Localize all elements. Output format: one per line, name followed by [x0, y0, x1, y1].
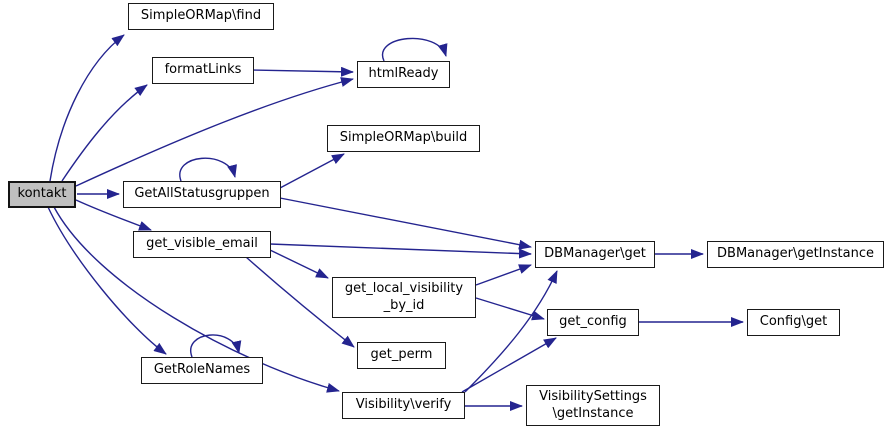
- edge-get-visible-email-get-local-visibility: [269, 249, 329, 279]
- node-get-local-visibility-by-id[interactable]: get_local_visibility _by_id: [332, 277, 476, 318]
- node-get-config[interactable]: get_config: [547, 309, 639, 336]
- edge-get-local-visibility-dbmanager-get: [475, 264, 532, 286]
- node-kontakt[interactable]: kontakt: [8, 181, 76, 208]
- node-dbmanager-getinstance[interactable]: DBManager\getInstance: [707, 241, 884, 268]
- edge-kontakt-simpleormap-find: [49, 34, 125, 182]
- edge-getrolenames-self: [190, 334, 242, 358]
- edge-get-visible-email-dbmanager-get: [269, 243, 532, 259]
- node-dbmanager-get[interactable]: DBManager\get: [535, 241, 655, 268]
- node-visibilitysettings-getinstance[interactable]: VisibilitySettings \getInstance: [526, 385, 660, 426]
- edge-kontakt-formatlinks: [61, 84, 148, 182]
- edge-kontakt-getrolenames: [47, 206, 167, 355]
- edge-htmlready-self: [381, 37, 448, 62]
- edge-visibility-verify-dbmanager-get: [464, 270, 558, 393]
- node-getallstatusgruppen[interactable]: GetAllStatusgruppen: [123, 181, 281, 208]
- edge-kontakt-visibility-verify: [53, 206, 340, 393]
- edge-get-local-visibility-get-config: [475, 297, 545, 321]
- node-htmlready[interactable]: htmlReady: [357, 61, 450, 88]
- node-simpleormap-build[interactable]: SimpleORMap\build: [327, 125, 480, 152]
- node-visibility-verify[interactable]: Visibility\verify: [342, 392, 465, 419]
- edge-get-visible-email-get-perm: [245, 256, 355, 348]
- node-getrolenames[interactable]: GetRoleNames: [141, 357, 263, 384]
- edge-getallstatusgruppen-dbmanager-get: [279, 197, 532, 250]
- edge-getallstatusgruppen-self: [179, 157, 237, 182]
- edge-kontakt-get-visible-email: [75, 199, 152, 231]
- node-get-perm[interactable]: get_perm: [357, 342, 446, 369]
- node-simpleormap-find[interactable]: SimpleORMap\find: [128, 3, 274, 30]
- node-config-get[interactable]: Config\get: [747, 309, 840, 336]
- edge-visibility-verify-get-config: [461, 337, 557, 393]
- node-formatlinks[interactable]: formatLinks: [152, 57, 254, 84]
- edge-formatlinks-htmlready: [252, 66, 354, 77]
- edge-getallstatusgruppen-simpleormap-build: [279, 153, 345, 189]
- node-get-visible-email[interactable]: get_visible_email: [133, 231, 271, 258]
- edge-kontakt-htmlready: [75, 77, 354, 187]
